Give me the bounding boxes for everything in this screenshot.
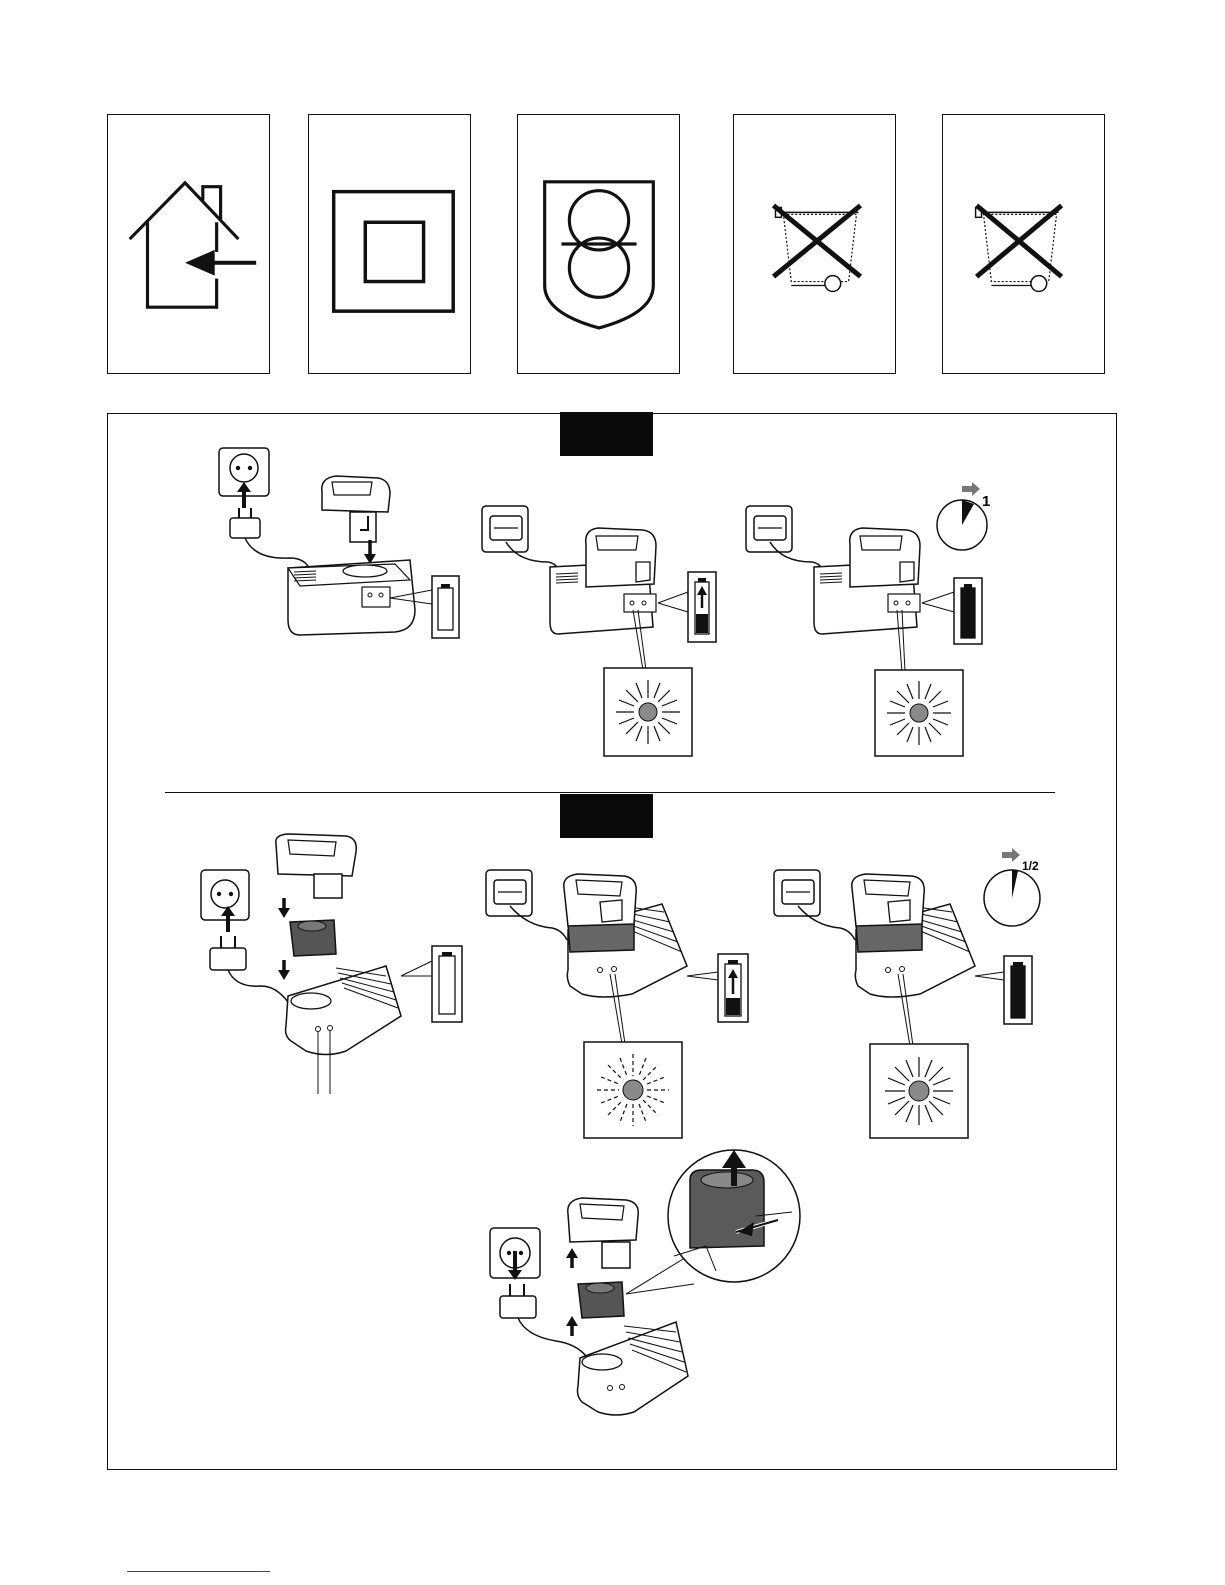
shield-transformer-icon [518,115,679,373]
battery-pack-icon [322,476,390,512]
plug-icon [230,518,260,538]
timer-label: 1 [982,493,990,510]
battery-full-icon [961,588,975,638]
section-b-step-remove-adapter [476,1136,806,1431]
crossed-bin-icon [734,115,895,373]
battery-pack-icon [852,874,924,926]
section-b-step-charged: 1/2 [770,840,1050,1147]
adapter-icon [568,922,634,952]
double-square-icon [309,115,470,373]
battery-pack-icon [564,874,636,926]
section-b-step-insert-adapter [196,836,476,1103]
section-b-label-block [560,794,653,838]
symbol-panel-class-ii [308,114,471,374]
section-divider [165,792,1055,793]
battery-empty-icon [439,956,455,1014]
crossed-bin-icon [943,115,1104,373]
section-a-step-insert [210,440,470,650]
symbol-panel-weee [733,114,896,374]
symbol-panel-indoor-use [107,114,270,374]
plug-icon [210,948,246,970]
battery-empty-icon [438,588,453,630]
battery-full-icon [1011,966,1025,1018]
section-b-step-charging [482,866,752,1147]
house-arrow-icon [108,115,269,373]
section-a-label-block [560,412,653,456]
symbol-panel-battery-weee [942,114,1105,374]
symbol-panel-transformer [517,114,680,374]
section-a-step-charged: 1 [742,478,1002,768]
plug-icon [500,1296,536,1318]
timer-icon [937,482,987,550]
bottom-link-underline[interactable] [127,1571,270,1572]
section-a-step-charging [478,502,728,767]
timer-label: 1/2 [1022,859,1039,873]
adapter-icon [856,922,922,952]
